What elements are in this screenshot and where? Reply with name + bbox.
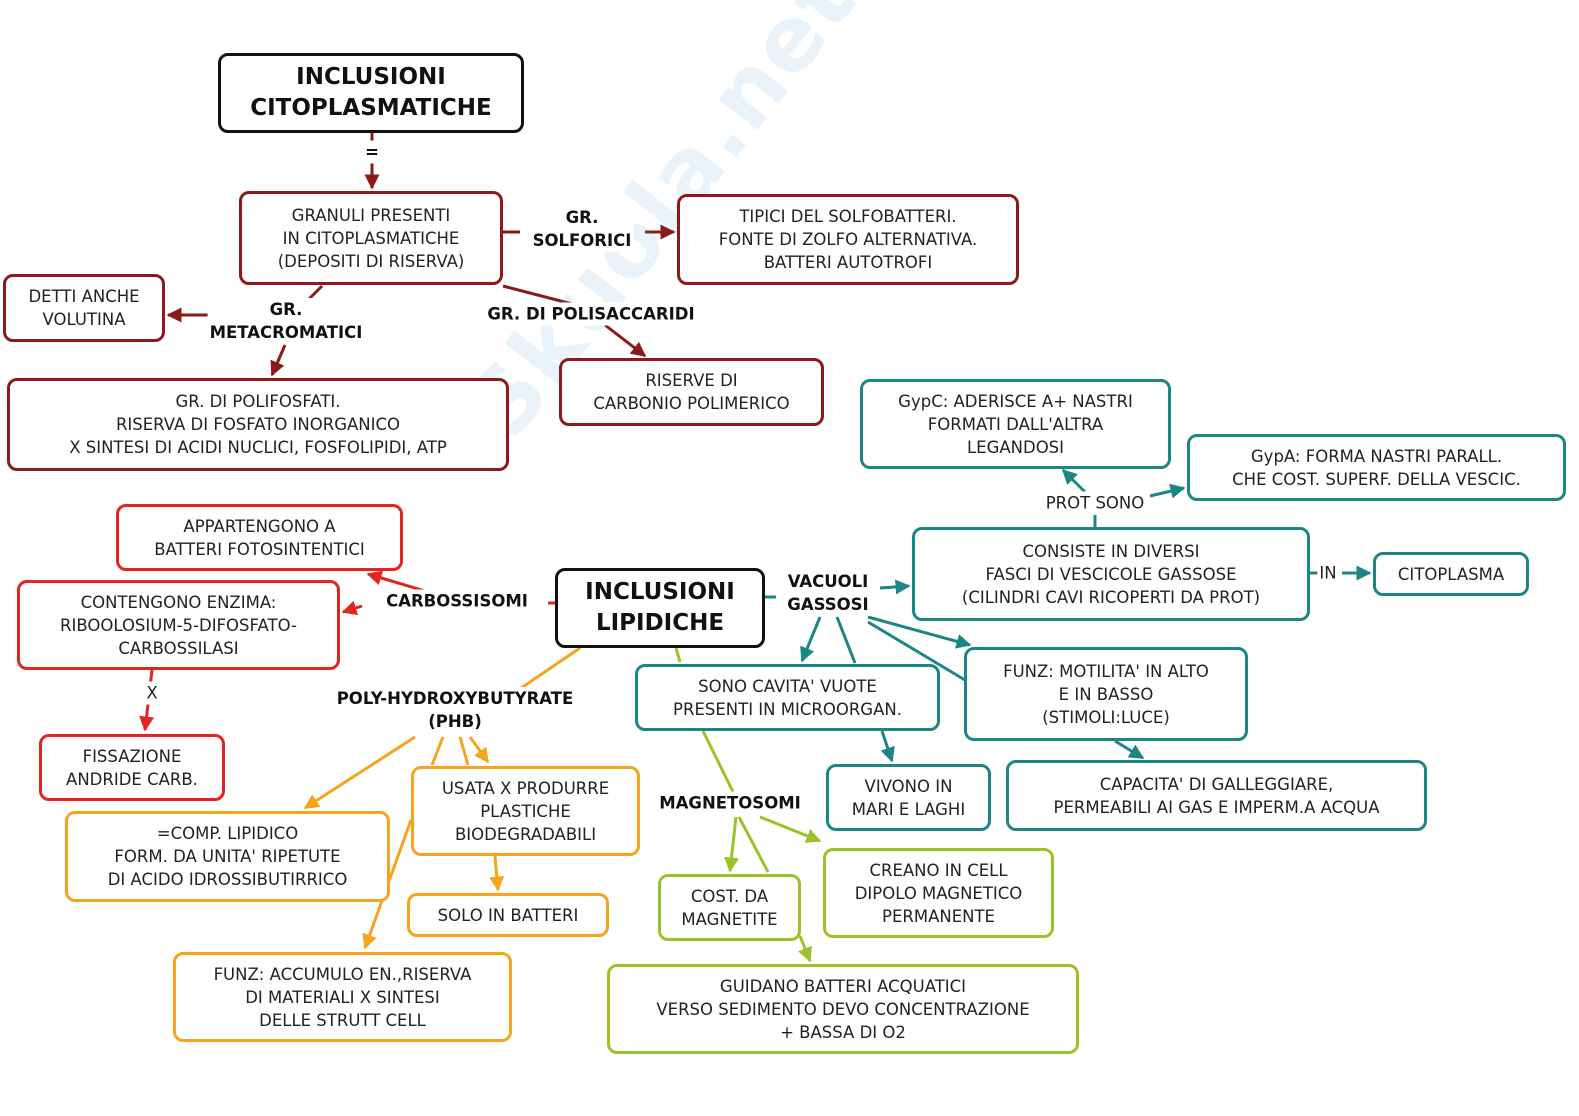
connector-arrow xyxy=(270,344,287,377)
label-prot-sono: PROT SONO xyxy=(1043,491,1147,515)
node-consiste: CONSISTE IN DIVERSI FASCI DI VESCICOLE G… xyxy=(912,527,1310,621)
node-guidano: GUIDANO BATTERI ACQUATICI VERSO SEDIMENT… xyxy=(607,964,1079,1054)
connector-arrow xyxy=(341,600,363,616)
label-magnetosomi: MAGNETOSOMI xyxy=(657,791,803,815)
node-funz-motilita: FUNZ: MOTILITA' IN ALTO E IN BASSO (STIM… xyxy=(964,647,1248,741)
connector-arrow xyxy=(800,616,822,663)
connector-arrow xyxy=(1149,483,1186,499)
connector-arrow xyxy=(759,815,822,843)
node-polifosfati: GR. DI POLIFOSFATI. RISERVA DI FOSFATO I… xyxy=(7,378,509,471)
node-gypa: GypA: FORMA NASTRI PARALL. CHE COST. SUP… xyxy=(1187,434,1566,501)
node-tipici-solfobatteri: TIPICI DEL SOLFOBATTERI. FONTE DI ZOLFO … xyxy=(677,194,1019,285)
node-contengono-enzima: CONTENGONO ENZIMA: RIBOOLOSIUM-5-DIFOSFA… xyxy=(17,580,340,670)
node-inclusioni-lipidiche: INCLUSIONI LIPIDICHE xyxy=(555,568,765,648)
label-in: IN xyxy=(1317,561,1339,585)
connector-arrow xyxy=(798,935,812,963)
node-appartengono: APPARTENGONO A BATTERI FOTOSINTENTICI xyxy=(116,504,403,571)
connector-line xyxy=(458,736,470,766)
label-x: X xyxy=(144,681,160,705)
connector-line xyxy=(737,816,770,873)
node-sono-cavita: SONO CAVITA' VUOTE PRESENTI IN MICROORGA… xyxy=(635,664,940,731)
node-funz-accumulo: FUNZ: ACCUMULO EN.,RISERVA DI MATERIALI … xyxy=(173,952,512,1042)
connector-line xyxy=(430,736,445,766)
connector-arrow xyxy=(1061,468,1087,494)
connector-line xyxy=(674,647,682,663)
label-gr-polisaccaridi: GR. DI POLISACCARIDI xyxy=(485,302,697,326)
connector-arrow xyxy=(303,735,416,810)
connector-line xyxy=(835,616,857,664)
node-granuli: GRANULI PRESENTI IN CITOPLASMATICHE (DEP… xyxy=(239,191,503,285)
connector-arrow xyxy=(1114,739,1145,760)
node-citoplasma: CITOPLASMA xyxy=(1373,552,1529,596)
node-comp-lipidico: =COMP. LIPIDICO FORM. DA UNITA' RIPETUTE… xyxy=(65,811,390,902)
node-inclusioni-citoplasmatiche: INCLUSIONI CITOPLASMATICHE xyxy=(218,53,524,133)
label-gr-metacromatici: GR. METACROMATICI xyxy=(207,298,365,344)
node-creano-dipolo: CREANO IN CELL DIPOLO MAGNETICO PERMANEN… xyxy=(823,848,1054,938)
label-carbossisomi: CARBOSSISOMI xyxy=(384,589,530,613)
node-cost-magnetite: COST. DA MAGNETITE xyxy=(658,874,801,941)
connector-arrow xyxy=(880,730,895,763)
label-vacuoli-gassosi: VACUOLI GASSOSI xyxy=(785,570,871,616)
node-gypc: GypC: ADERISCE A+ NASTRI FORMATI DALL'AL… xyxy=(860,379,1171,469)
label-equals: = xyxy=(363,140,381,164)
connector-arrow xyxy=(366,570,426,593)
connector-arrow xyxy=(468,736,490,764)
node-solo-batteri: SOLO IN BATTERI xyxy=(407,893,609,937)
connector-line xyxy=(867,620,966,682)
connector-arrow xyxy=(489,855,505,892)
node-capacita: CAPACITA' DI GALLEGGIARE, PERMEABILI AI … xyxy=(1006,760,1427,831)
connector-line xyxy=(306,284,324,302)
node-vivono: VIVONO IN MARI E LAGHI xyxy=(826,764,991,831)
connector-arrow xyxy=(879,579,911,595)
connector-arrow xyxy=(724,816,739,873)
label-phb: POLY-HYDROXYBUTYRATE (PHB) xyxy=(334,687,576,733)
connector-arrow xyxy=(604,323,647,358)
node-riserve-carbonio: RISERVE DI CARBONIO POLIMERICO xyxy=(559,358,824,426)
node-usata-plastiche: USATA X PRODURRE PLASTICHE BIODEGRADABIL… xyxy=(411,766,640,856)
node-fissazione: FISSAZIONE ANDRIDE CARB. xyxy=(39,734,225,801)
node-detti-volutina: DETTI ANCHE VOLUTINA xyxy=(3,274,165,342)
label-gr-solforici: GR. SOLFORICI xyxy=(530,206,634,252)
connector-arrow xyxy=(867,615,972,649)
